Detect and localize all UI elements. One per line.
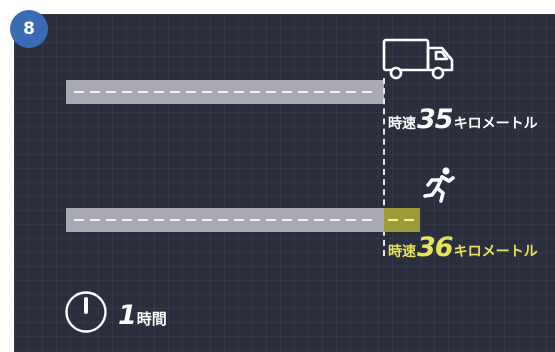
runner-road [66, 208, 384, 232]
road-center-line [74, 91, 376, 93]
illustration-panel: 時速35キロメートル 時速36キロメートル 1時間 [14, 14, 555, 352]
clock-icon [65, 291, 107, 333]
elapsed-time-unit: 時間 [136, 310, 167, 328]
reference-line [383, 78, 385, 256]
runner-speed-label: 時速36キロメートル [388, 232, 538, 263]
truck-speed-unit: キロメートル [453, 116, 538, 132]
runner-speed-value: 36 [417, 232, 454, 263]
truck-icon [382, 38, 454, 80]
extra-distance-segment [384, 208, 420, 232]
elapsed-time-label: 1時間 [118, 300, 167, 331]
truck-road [66, 80, 384, 104]
road-center-line [74, 219, 376, 221]
elapsed-time-value: 1 [118, 300, 137, 331]
truck-speed-prefix: 時速 [388, 116, 416, 132]
truck-speed-value: 35 [417, 104, 454, 135]
runner-speed-unit: キロメートル [453, 244, 538, 260]
runner-speed-prefix: 時速 [388, 244, 416, 260]
running-person-icon [423, 167, 455, 203]
extra-distance-line [388, 219, 416, 221]
step-number-badge: 8 [10, 10, 48, 48]
truck-speed-label: 時速35キロメートル [388, 104, 538, 135]
